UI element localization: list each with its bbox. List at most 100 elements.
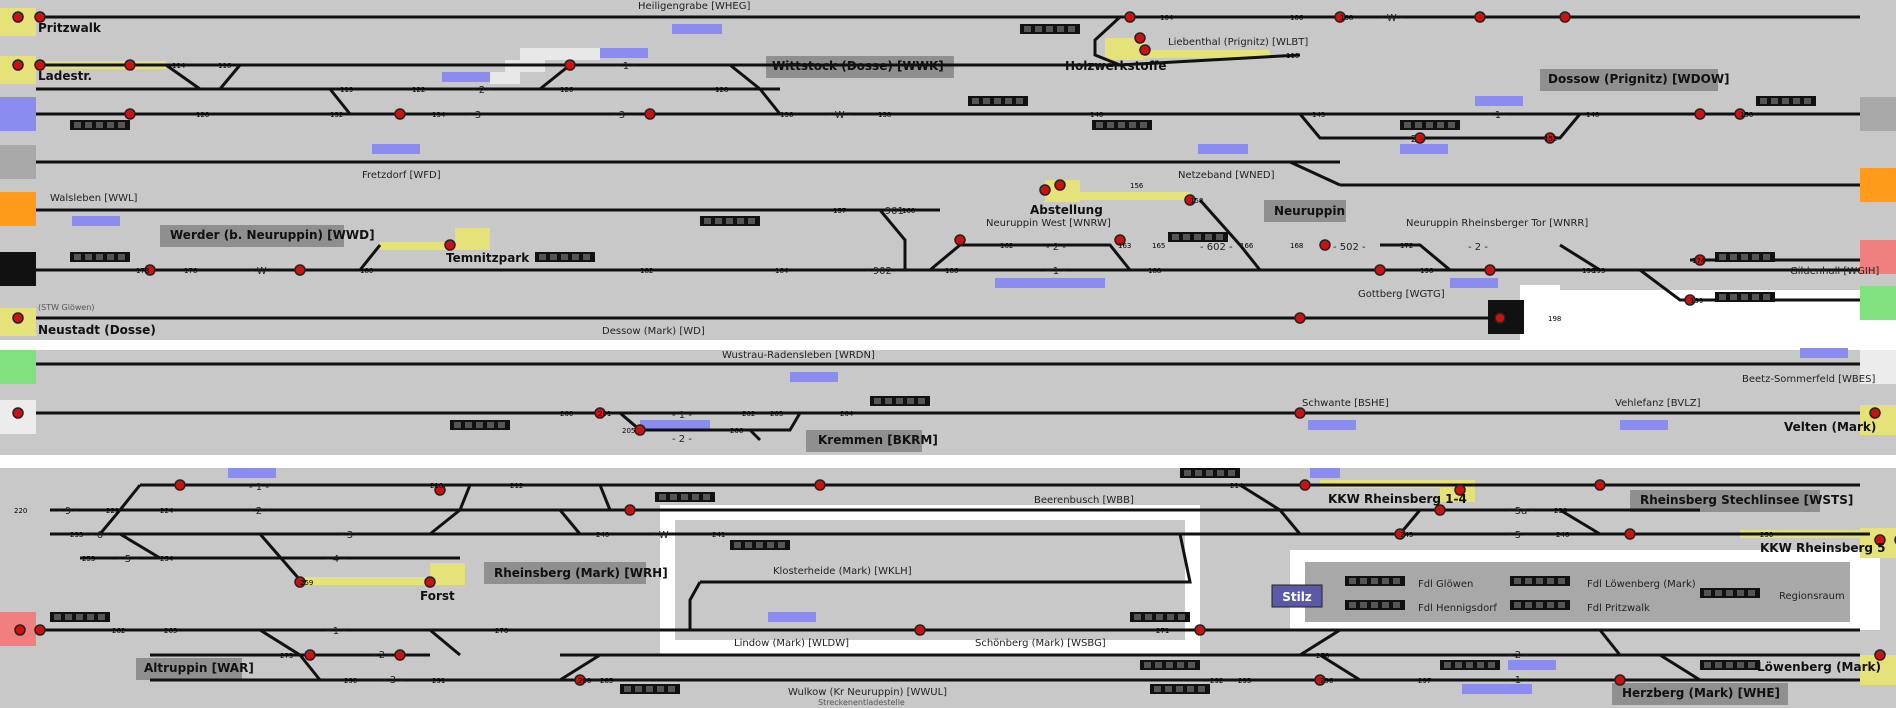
label-pritzwalk: Pritzwalk xyxy=(38,21,102,35)
signal-block-cell xyxy=(87,614,94,620)
signal-light[interactable] xyxy=(814,479,826,491)
signal-block-cell xyxy=(1349,602,1356,608)
signal-block-cell xyxy=(635,686,642,692)
signal-block-cell xyxy=(1488,662,1495,668)
signal-light[interactable] xyxy=(1694,108,1706,120)
signal-light[interactable] xyxy=(1184,194,1196,206)
signal-light[interactable] xyxy=(634,424,646,436)
signal-light[interactable] xyxy=(294,264,306,276)
bp-6 xyxy=(1475,96,1523,106)
signal-light[interactable] xyxy=(12,407,24,419)
signal-block-cell xyxy=(1760,98,1767,104)
signal-light[interactable] xyxy=(624,504,636,516)
signal-block-cell xyxy=(1360,602,1367,608)
signal-light[interactable] xyxy=(1484,264,1496,276)
signal-light[interactable] xyxy=(1039,184,1051,196)
signal-light[interactable] xyxy=(1294,312,1306,324)
signal-light[interactable] xyxy=(14,624,26,636)
signal-light[interactable] xyxy=(34,59,46,71)
signal-light[interactable] xyxy=(1434,504,1446,516)
signal-block-cell xyxy=(1415,122,1422,128)
signal-block-cell xyxy=(1206,470,1213,476)
signal-light[interactable] xyxy=(444,239,456,251)
signal-light[interactable] xyxy=(954,234,966,246)
signal-block-cell xyxy=(703,494,710,500)
signal-light[interactable] xyxy=(424,576,436,588)
signal-light[interactable] xyxy=(1734,108,1746,120)
signal-light[interactable] xyxy=(1559,11,1571,23)
signal-block-cell xyxy=(1558,602,1565,608)
signal-light[interactable] xyxy=(12,59,24,71)
label-altruppin: Altruppin [WAR] xyxy=(144,661,254,675)
signal-light[interactable] xyxy=(1194,624,1206,636)
signal-light[interactable] xyxy=(1494,312,1506,324)
signal-light[interactable] xyxy=(1874,534,1886,546)
signal-block-cell xyxy=(1804,98,1811,104)
label-heiligengrabe: Heiligengrabe [WHEG] xyxy=(638,1,750,12)
number-label: 198 xyxy=(1548,315,1561,323)
signal-light[interactable] xyxy=(1624,528,1636,540)
signal-light[interactable] xyxy=(174,479,186,491)
signal-light[interactable] xyxy=(1694,254,1706,266)
signal-light[interactable] xyxy=(1869,407,1881,419)
signal-light[interactable] xyxy=(574,674,586,686)
signal-block-cell xyxy=(85,122,92,128)
signal-block-cell xyxy=(1547,602,1554,608)
signal-light[interactable] xyxy=(394,649,406,661)
signal-light[interactable] xyxy=(434,484,446,496)
signal-light[interactable] xyxy=(124,59,136,71)
signal-light[interactable] xyxy=(1684,294,1696,306)
signal-light[interactable] xyxy=(914,624,926,636)
signal-light[interactable] xyxy=(12,312,24,324)
signal-light[interactable] xyxy=(12,11,24,23)
signal-light[interactable] xyxy=(1394,528,1406,540)
label-t1: - 1 - xyxy=(1046,266,1066,277)
signal-block-cell xyxy=(1382,602,1389,608)
label-t2: - 2 - xyxy=(672,434,692,445)
signal-light[interactable] xyxy=(1334,11,1346,23)
number-label: 292 xyxy=(1210,677,1223,685)
number-label: 206 xyxy=(730,427,744,435)
signal-light[interactable] xyxy=(304,649,316,661)
number-label: 126 xyxy=(560,86,574,94)
signal-light[interactable] xyxy=(1319,239,1331,251)
station-box xyxy=(1630,490,1820,512)
signal-block-cell xyxy=(1145,614,1152,620)
signal-light[interactable] xyxy=(594,407,606,419)
signal-light[interactable] xyxy=(1544,132,1556,144)
label-t1: - 1 - xyxy=(1508,675,1528,686)
signal-light[interactable] xyxy=(1614,674,1626,686)
label-klosterheide: Klosterheide (Mark) [WKLH] xyxy=(773,566,912,577)
signal-block-cell xyxy=(668,686,675,692)
signal-block-cell xyxy=(1719,254,1726,260)
signal-light[interactable] xyxy=(124,108,136,120)
signal-light[interactable] xyxy=(1374,264,1386,276)
signal-light[interactable] xyxy=(294,576,306,588)
signal-light[interactable] xyxy=(1594,479,1606,491)
signal-light[interactable] xyxy=(1124,11,1136,23)
signal-light[interactable] xyxy=(1474,11,1486,23)
stilz-button[interactable]: Stilz xyxy=(1271,584,1323,608)
signal-light[interactable] xyxy=(1299,479,1311,491)
signal-light[interactable] xyxy=(34,624,46,636)
signal-light[interactable] xyxy=(564,59,576,71)
number-label: 165 xyxy=(1152,242,1165,250)
signal-light[interactable] xyxy=(34,11,46,23)
conn-30 xyxy=(259,628,322,681)
signal-light[interactable] xyxy=(1114,234,1126,246)
signal-light[interactable] xyxy=(1874,649,1886,661)
edge-orange-r1 xyxy=(1860,168,1896,202)
signal-light[interactable] xyxy=(1139,44,1151,56)
signal-light[interactable] xyxy=(1054,179,1066,191)
signal-light[interactable] xyxy=(394,108,406,120)
signal-light[interactable] xyxy=(1414,132,1426,144)
signal-light[interactable] xyxy=(144,264,156,276)
conn-1 xyxy=(165,63,201,91)
signal-light[interactable] xyxy=(1454,484,1466,496)
signal-light[interactable] xyxy=(1294,407,1306,419)
label-t2: - 2 - xyxy=(1508,650,1528,661)
signal-light[interactable] xyxy=(644,108,656,120)
signal-light[interactable] xyxy=(1134,32,1146,44)
signal-light[interactable] xyxy=(1314,674,1326,686)
station-box xyxy=(160,225,344,247)
